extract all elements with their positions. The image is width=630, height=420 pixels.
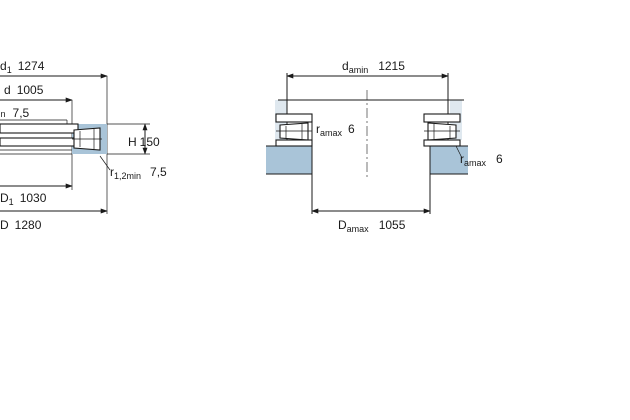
left-bearing-section	[0, 123, 107, 155]
left-shaft-washer	[0, 123, 79, 134]
left-bearing-section	[275, 113, 313, 147]
right-housing-shoulder	[430, 146, 468, 174]
right-bearing-section	[423, 113, 461, 147]
left-cage-strip	[0, 137, 77, 147]
left-housing-shoulder	[266, 146, 312, 174]
